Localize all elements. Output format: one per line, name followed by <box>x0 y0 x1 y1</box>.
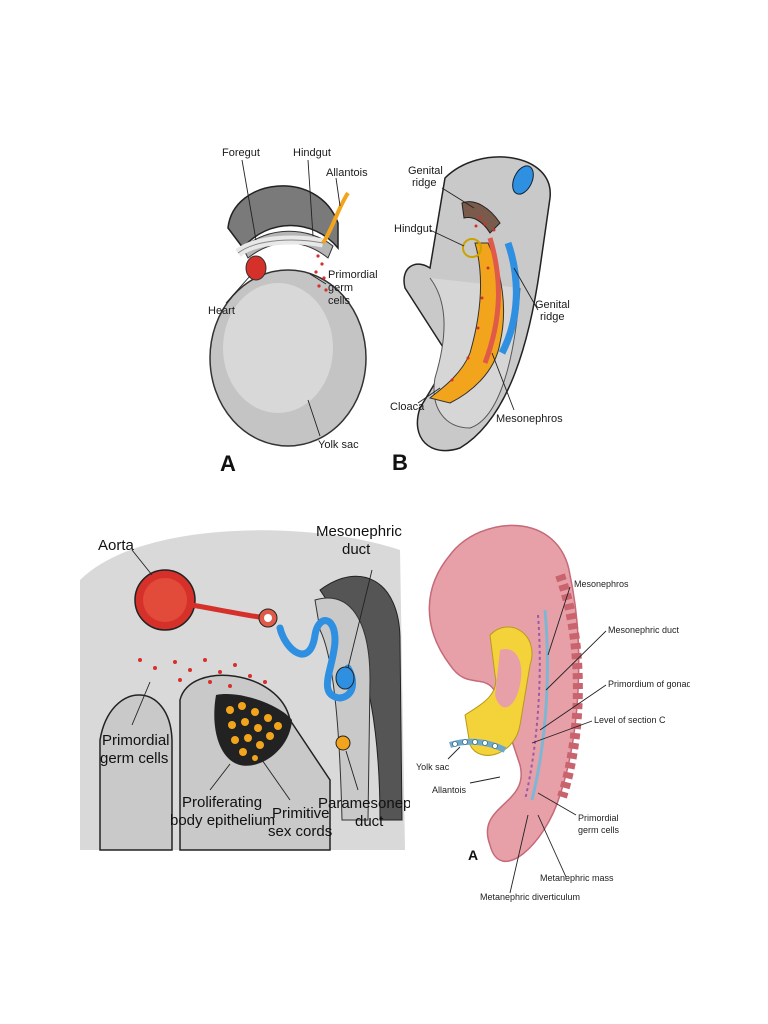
label-aorta: Aorta <box>98 537 135 554</box>
mesonephric-duct-shape <box>276 617 356 702</box>
heart-shape <box>245 255 267 281</box>
label-metanephric-diverticulum: Metanephric diverticulum <box>480 892 580 902</box>
label-pgc-2: germ cells <box>578 825 620 835</box>
label-cloaca: Cloaca <box>390 401 425 413</box>
label-pgc-1: Primordial <box>328 269 378 281</box>
label-level-section: Level of section C <box>594 715 666 725</box>
panel-letter-a: A <box>220 451 236 476</box>
label-mesonephric-duct-1: Mesonephric <box>316 523 402 540</box>
label-foregut: Foregut <box>222 147 260 159</box>
neural-tube-shape <box>512 165 534 195</box>
label-proliferating-1: Proliferating <box>182 794 262 811</box>
label-mesonephric-duct-2: duct <box>342 541 371 558</box>
label-heart: Heart <box>208 305 235 317</box>
label-genital-ridge-top-2: ridge <box>412 177 436 189</box>
label-pgc-3: cells <box>328 295 351 307</box>
paramesonephric-duct-shape <box>335 735 351 751</box>
panel-bottom-left-section: Aorta Mesonephric duct Primordial germ c… <box>80 523 410 851</box>
label-allantois: Allantois <box>326 167 368 179</box>
mesonephros-shape <box>498 241 520 355</box>
primitive-sex-cords <box>226 702 282 761</box>
label-paramesonephric-1: Paramesonephr <box>318 795 410 812</box>
label-pgc-1: Primordial <box>102 732 170 749</box>
label-pgc-1: Primordial <box>578 813 619 823</box>
label-sex-cords-1: Primitive <box>272 805 330 822</box>
label-allantois: Allantois <box>432 785 467 795</box>
label-genital-ridge-right-1: Genital <box>535 299 570 311</box>
label-paramesonephric-2: duct <box>355 813 384 830</box>
label-sex-cords-2: sex cords <box>268 823 332 840</box>
label-pgc-2: germ <box>328 282 353 294</box>
label-mesonephros: Mesonephros <box>496 413 563 425</box>
label-metanephric-mass: Metanephric mass <box>540 873 614 883</box>
label-pgc-2: germ cells <box>100 750 168 767</box>
allantois-shape <box>321 191 350 245</box>
panel-letter-a-bottom: A <box>468 847 478 863</box>
label-yolk-sac: Yolk sac <box>318 439 359 451</box>
label-proliferating-2: body epithelium <box>170 812 275 829</box>
label-genital-ridge-right-2: ridge <box>540 311 564 323</box>
panel-top-left-embryo: Foregut Hindgut Allantois Heart Primordi… <box>208 147 378 476</box>
primordial-germ-cells-dots <box>138 658 267 688</box>
primordial-germ-cells-dots <box>314 254 328 292</box>
panel-letter-b: B <box>392 450 408 475</box>
label-primordium-gonad: Primordium of gonad <box>608 679 690 689</box>
proliferating-epithelium-shape <box>214 694 292 766</box>
label-mesonephric-duct: Mesonephric duct <box>608 625 680 635</box>
label-mesonephros: Mesonephros <box>574 579 629 589</box>
label-yolk-sac: Yolk sac <box>416 762 450 772</box>
mesonephric-duct-stripe <box>530 609 549 801</box>
panel-bottom-right-embryo: Mesonephros Mesonephric duct Primordium … <box>416 524 690 902</box>
label-hindgut: Hindgut <box>293 147 331 159</box>
hindgut-ring <box>462 238 482 258</box>
label-genital-ridge-top-1: Genital <box>408 165 443 177</box>
panel-top-right-embryo: Genital ridge Hindgut Genital ridge Cloa… <box>390 156 570 475</box>
label-hindgut: Hindgut <box>394 223 432 235</box>
